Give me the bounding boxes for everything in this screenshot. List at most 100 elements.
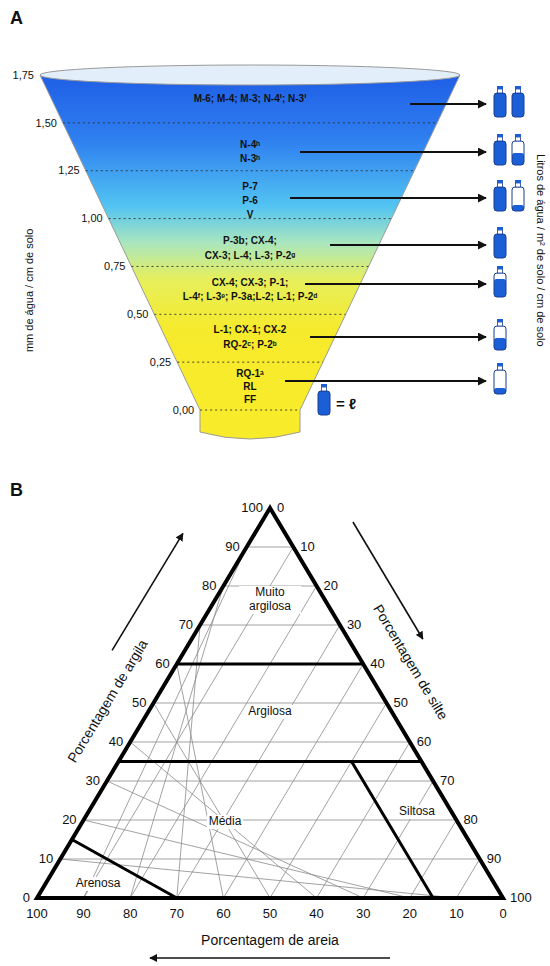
grid-line bbox=[107, 781, 433, 782]
bottle-body bbox=[494, 370, 506, 394]
bottle-water bbox=[512, 153, 524, 165]
sand-tick: 90 bbox=[76, 907, 90, 922]
pointer-arrow bbox=[300, 151, 486, 153]
bottle-neck bbox=[516, 89, 521, 93]
bottle-icons bbox=[318, 86, 524, 415]
bottle-water bbox=[512, 93, 524, 117]
bottle-neck bbox=[516, 183, 521, 187]
bottle-body bbox=[494, 326, 506, 350]
bottle-outline bbox=[494, 273, 506, 297]
bottle-water bbox=[494, 279, 506, 297]
sand-tick: 40 bbox=[309, 907, 323, 922]
silt-tick: 20 bbox=[324, 579, 338, 594]
funnel bbox=[40, 75, 460, 439]
axis-tick: 0,00 bbox=[173, 404, 194, 417]
grid-line bbox=[130, 742, 316, 898]
bottle-water bbox=[494, 338, 506, 350]
bottle-water bbox=[494, 141, 506, 165]
clay-tick: 50 bbox=[132, 696, 146, 711]
soil-code: P-6 bbox=[242, 195, 258, 207]
class-boundary bbox=[72, 840, 177, 899]
bottle-cap bbox=[497, 227, 503, 230]
bottle-outline bbox=[494, 93, 506, 117]
axis-tick: 1,00 bbox=[81, 212, 102, 225]
bottle-cap bbox=[497, 134, 503, 137]
bottle-outline bbox=[494, 141, 506, 165]
clay-tick: 0 bbox=[23, 891, 30, 906]
bottle-neck bbox=[498, 269, 503, 273]
silt-tick: 40 bbox=[370, 657, 384, 672]
bottle-outline bbox=[318, 391, 330, 415]
texture-class: Siltosa bbox=[397, 805, 437, 819]
bottle-cap bbox=[321, 384, 327, 387]
sand-tick: 80 bbox=[123, 907, 137, 922]
class-boundary bbox=[119, 760, 422, 763]
silt-tick: 80 bbox=[463, 813, 477, 828]
soil-code: V bbox=[247, 209, 254, 221]
bottle-outline bbox=[494, 370, 506, 394]
silt-tick: 60 bbox=[417, 735, 431, 750]
soil-code: CX-4; CX-3; P-1; bbox=[212, 277, 289, 289]
bottle-outline bbox=[494, 234, 506, 258]
axis-tick: 1,50 bbox=[35, 117, 56, 130]
bottle-neck bbox=[516, 137, 521, 141]
clay-tick: 60 bbox=[155, 657, 169, 672]
clay-tick: 10 bbox=[39, 852, 53, 867]
bottle-neck bbox=[498, 230, 503, 234]
bottle-cap bbox=[515, 86, 521, 89]
axis-tick: 0,50 bbox=[127, 308, 148, 321]
bottle-cap bbox=[497, 319, 503, 322]
funnel-rim bbox=[40, 65, 460, 85]
texture-class: Média bbox=[207, 815, 244, 829]
grid-line bbox=[177, 664, 224, 898]
grid-line bbox=[270, 703, 387, 898]
sand-tick: 20 bbox=[403, 907, 417, 922]
bottle-water bbox=[512, 205, 524, 211]
sand-tick: 50 bbox=[263, 907, 277, 922]
soil-code: L-4ᶠ; L-3ᵉ; P-3a;L-2; L-1; P-2ᵈ bbox=[183, 291, 318, 303]
soil-code: RL bbox=[243, 381, 256, 393]
level-line bbox=[86, 170, 414, 171]
axis-arrow bbox=[150, 957, 390, 959]
bottle-cap bbox=[497, 180, 503, 183]
bottle-body bbox=[494, 234, 506, 258]
bottle-cap bbox=[497, 86, 503, 89]
silt-tick: 50 bbox=[394, 696, 408, 711]
pointer-arrow bbox=[410, 103, 486, 105]
bottle-body bbox=[512, 141, 524, 165]
bottle-body bbox=[318, 391, 330, 415]
soil-code: RQ-2ᶜ; P-2ᵇ bbox=[223, 339, 276, 351]
bottle-neck bbox=[322, 387, 327, 391]
silt-tick: 90 bbox=[487, 852, 501, 867]
sand-tick: 60 bbox=[216, 907, 230, 922]
level-line bbox=[154, 314, 345, 315]
level-line bbox=[132, 266, 369, 267]
bottle-neck bbox=[498, 137, 503, 141]
clay-tick: 30 bbox=[85, 774, 99, 789]
axis-tick: 1,75 bbox=[13, 69, 34, 82]
clay-tick: 80 bbox=[202, 579, 216, 594]
axis-tick: 1,25 bbox=[58, 164, 79, 177]
sand-tick: 0 bbox=[499, 907, 506, 922]
grid-line bbox=[177, 664, 363, 665]
axis-title: Litros de água / m² de solo / cm de solo bbox=[534, 154, 547, 347]
pointer-arrow bbox=[290, 197, 486, 199]
panel-letter: A bbox=[10, 8, 23, 29]
silt-tick: 70 bbox=[440, 774, 454, 789]
soil-code: L-1; CX-1; CX-2 bbox=[214, 324, 287, 336]
triangle-outline bbox=[37, 508, 503, 898]
silt-tick: 30 bbox=[347, 618, 361, 633]
bottle-water bbox=[318, 391, 330, 415]
sand-tick: 30 bbox=[356, 907, 370, 922]
axis-tick: 0,25 bbox=[150, 356, 171, 369]
bottle-body bbox=[494, 93, 506, 117]
grid-line bbox=[456, 859, 479, 898]
bottle-body bbox=[512, 93, 524, 117]
texture-class: Argilosa bbox=[246, 705, 293, 719]
grid-line bbox=[247, 547, 294, 548]
bottle-cap bbox=[515, 180, 521, 183]
silt-tick: 100 bbox=[510, 891, 532, 906]
soil-code: N-4ʰ bbox=[240, 139, 260, 151]
bottle-water bbox=[494, 234, 506, 258]
grid-line bbox=[200, 625, 340, 626]
